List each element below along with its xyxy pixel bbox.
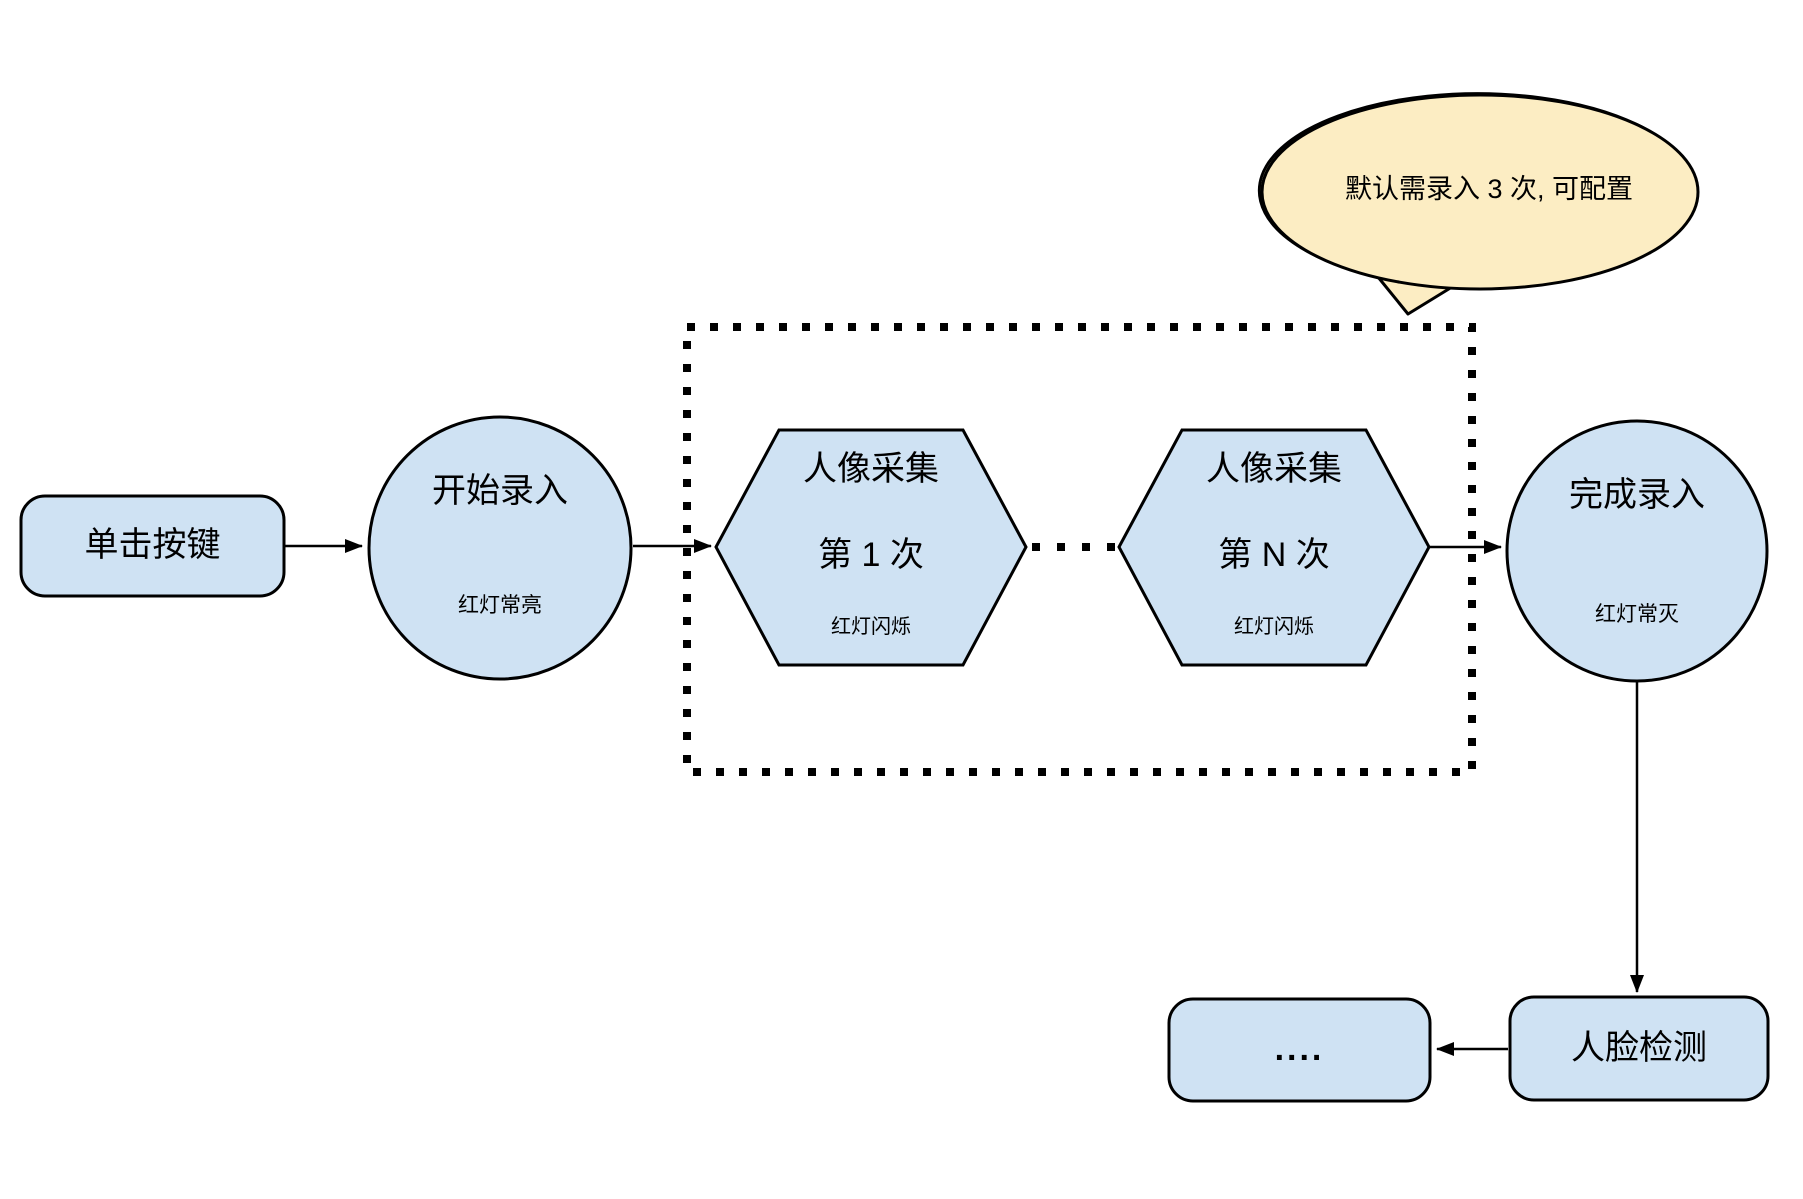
capture-n-node bbox=[1117, 428, 1431, 667]
finish-entry-subtitle: 红灯常灭 bbox=[1595, 602, 1679, 626]
callout-text: 默认需录入 3 次, 可配置 bbox=[1344, 174, 1634, 205]
capture-1-count: 第 1 次 bbox=[818, 536, 924, 575]
click-button-label: 单击按键 bbox=[84, 526, 221, 565]
capture-n-subtitle: 红灯闪烁 bbox=[1234, 615, 1314, 638]
capture-n-count: 第 N 次 bbox=[1218, 536, 1330, 575]
capture-1-title: 人像采集 bbox=[803, 450, 939, 489]
click-button-node bbox=[19, 494, 286, 598]
capture-1-node bbox=[714, 428, 1028, 667]
more-steps-label: .... bbox=[1274, 1030, 1325, 1069]
capture-n-title: 人像采集 bbox=[1206, 450, 1342, 489]
more-steps-node bbox=[1167, 997, 1432, 1103]
face-detect-node bbox=[1508, 995, 1770, 1102]
callout-bubble bbox=[1260, 93, 1700, 291]
finish-entry-title: 完成录入 bbox=[1569, 476, 1705, 515]
finish-entry-node bbox=[1505, 419, 1769, 683]
start-entry-node bbox=[367, 415, 633, 681]
start-entry-title: 开始录入 bbox=[432, 472, 568, 511]
face-detect-label: 人脸检测 bbox=[1571, 1028, 1707, 1067]
capture-loop-dotted-frame bbox=[683, 323, 1476, 776]
start-entry-subtitle: 红灯常亮 bbox=[458, 593, 542, 617]
capture-1-subtitle: 红灯闪烁 bbox=[831, 615, 911, 638]
